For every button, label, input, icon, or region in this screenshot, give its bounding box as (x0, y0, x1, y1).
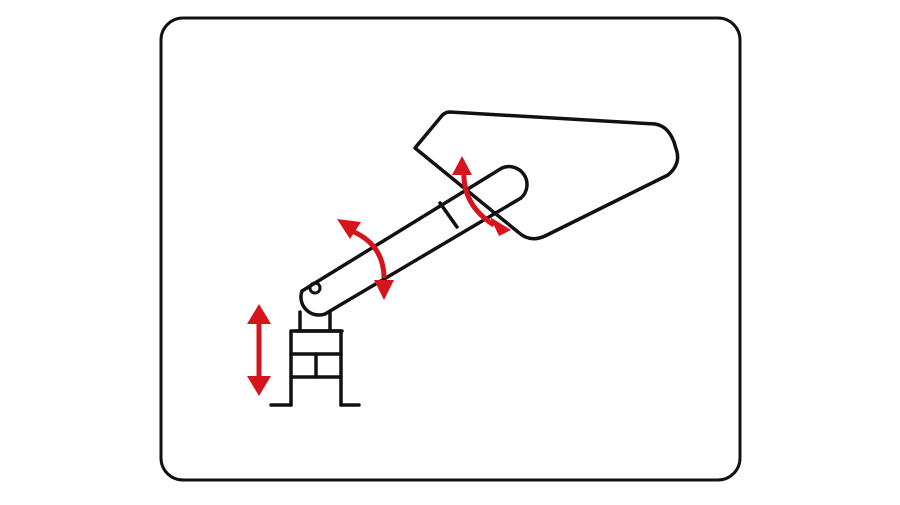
vertical-double-arrow-icon (247, 304, 271, 396)
angled-plate (413, 110, 680, 241)
elbow-rotation-arrow-icon (337, 219, 394, 300)
rounded-frame (159, 16, 742, 482)
vertical-lift-base (269, 310, 361, 407)
pivot-arm (299, 164, 529, 317)
wrist-rotation-arrow-icon (452, 156, 511, 236)
pivot-hole (308, 281, 322, 295)
